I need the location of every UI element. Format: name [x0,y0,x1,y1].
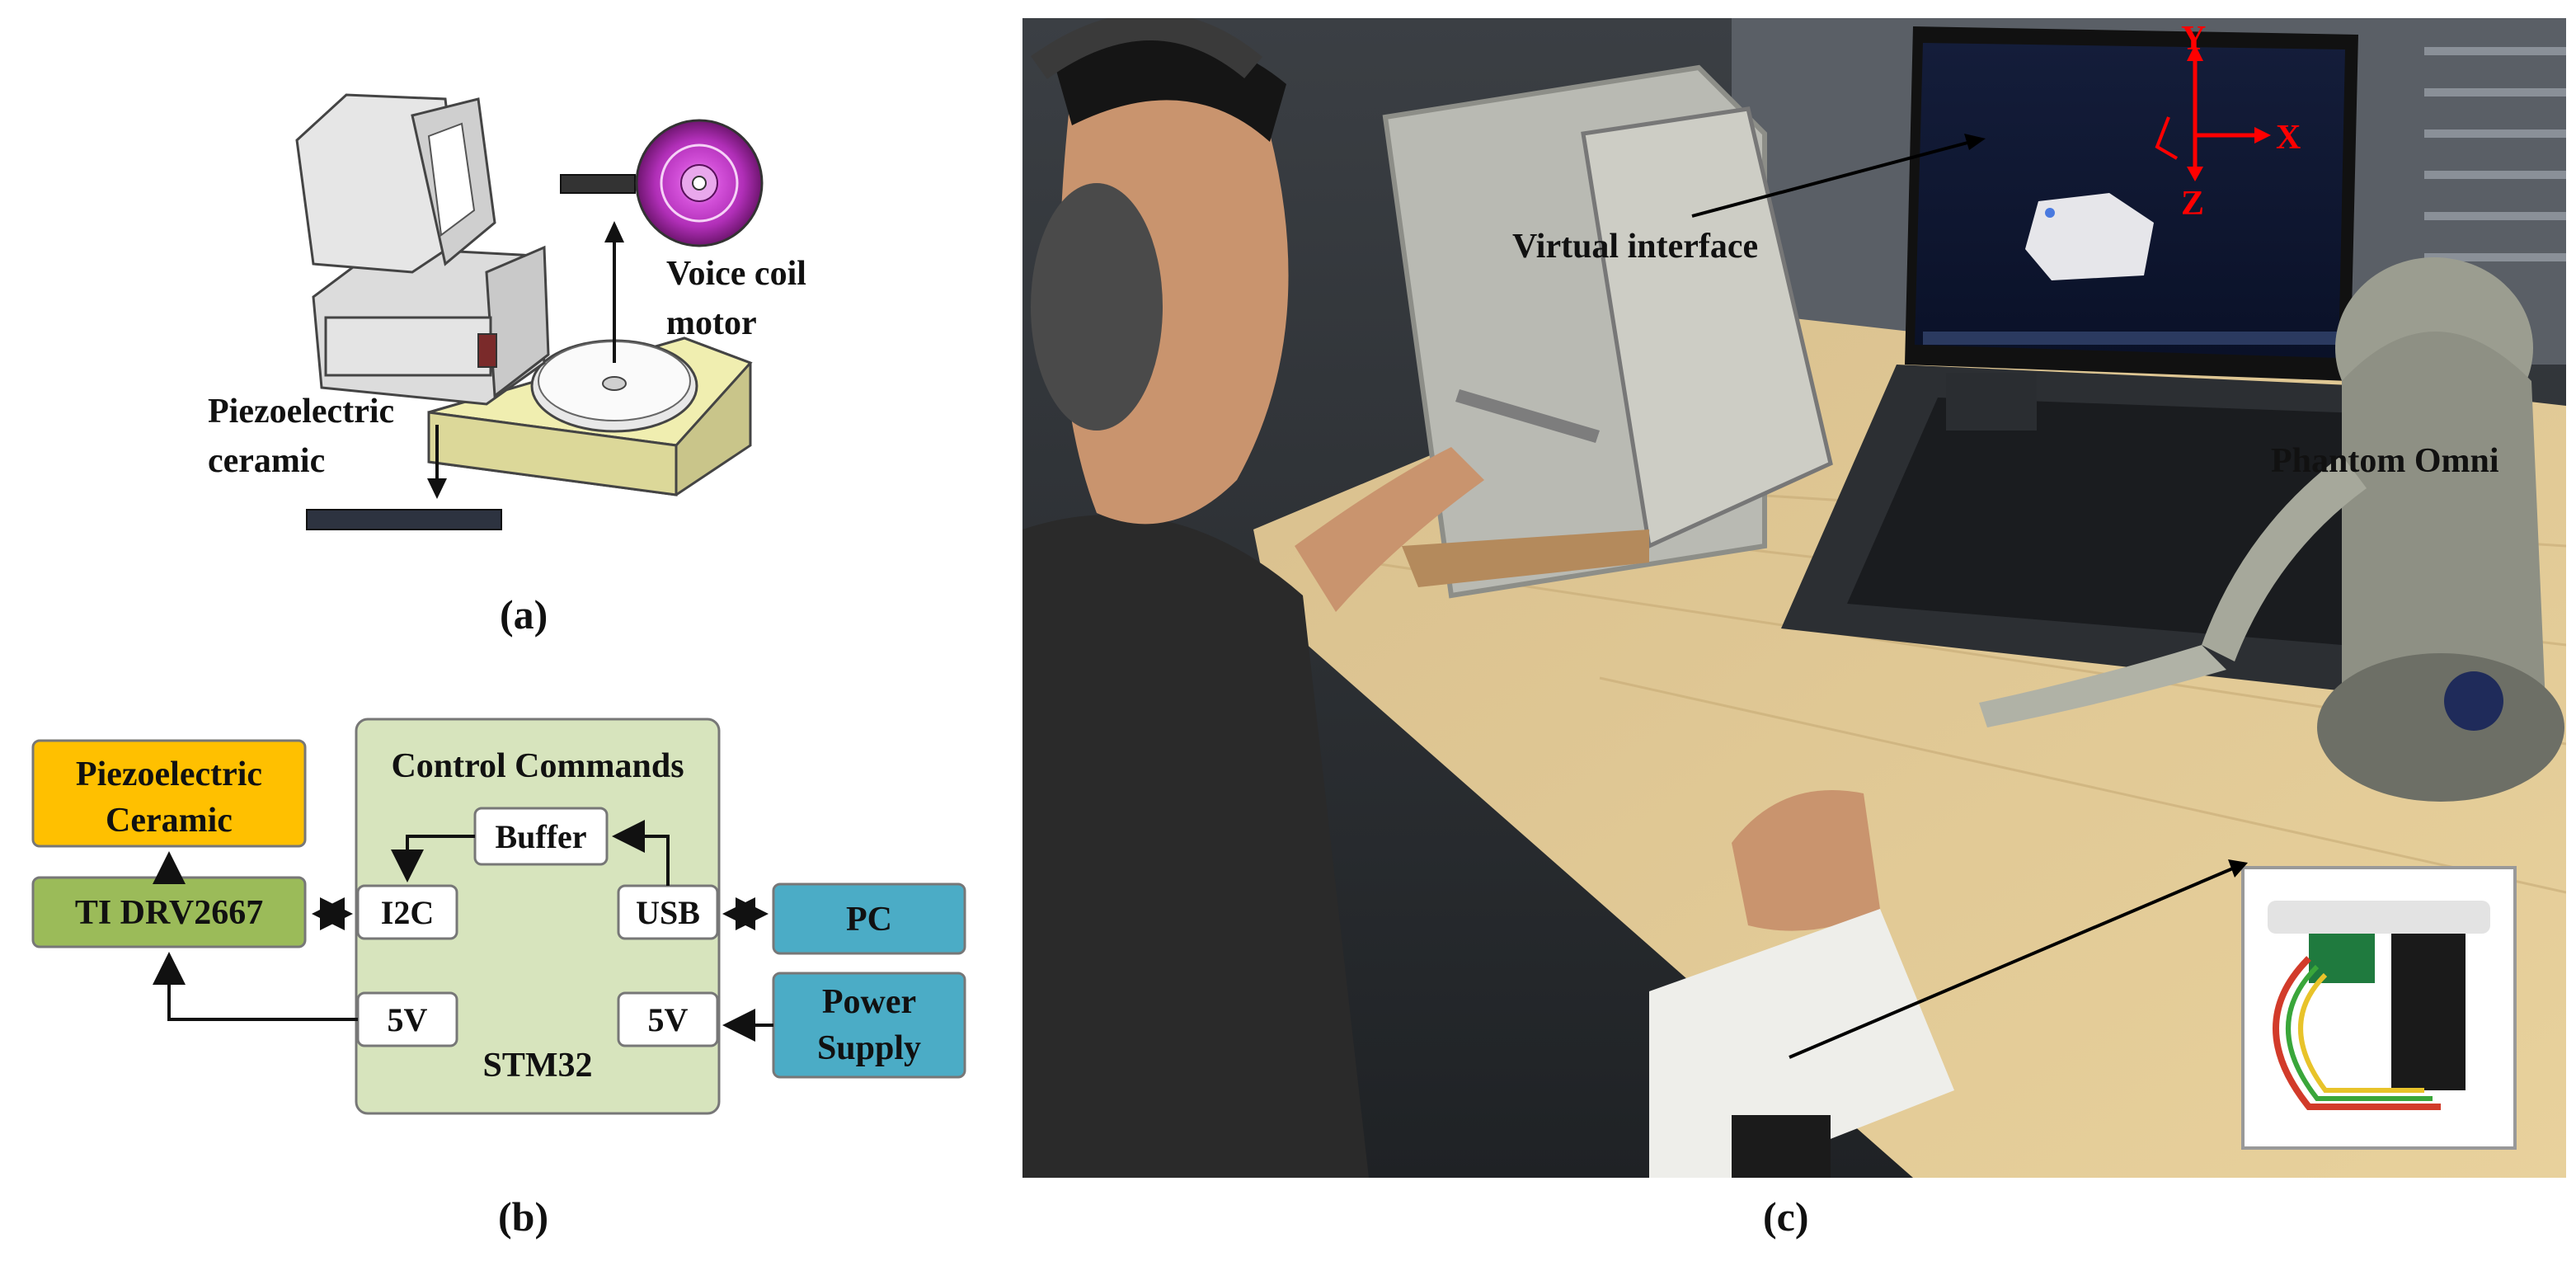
laptop [1781,26,2441,694]
pc-label: PC [846,901,892,939]
photo-annotation-arrows [1691,134,2248,1059]
usb-label: USB [636,894,700,931]
axis-label-z: Z [2181,185,2204,223]
axis-label-y: Y [2181,20,2206,58]
virtual-box [2025,193,2154,280]
five-volt-label-right: 5V [648,1001,689,1038]
panel-c-caption: (c) [1763,1193,1809,1240]
five-volt-node-right [617,991,719,1047]
phantom-omni-device [1979,257,2564,802]
yellow-base [427,337,753,497]
five-volt-label-left: 5V [388,1001,428,1038]
panel-b-block-diagram: Control Commands STM32 Piezoelectric Cer… [31,718,966,1115]
virtual-interface-label: Virtual interface [1512,228,1758,266]
stylus [1455,389,1600,443]
enclosure [1382,64,1833,599]
voice-coil-label-line1: Voice coil [666,255,806,293]
i2c-node [356,884,458,940]
driver-label: TI DRV2667 [75,894,263,932]
coordinate-axes [2155,45,2271,181]
voice-coil-label-line2: motor [666,304,757,342]
panel-a-caption: (a) [500,591,548,638]
block-connectors [153,820,773,1042]
i2c-label: I2C [381,894,434,931]
wrist-strap [1732,1115,1831,1178]
axis-label-x: X [2276,119,2301,157]
piezo-strip [306,509,502,530]
power-label-line2: Supply [817,1029,921,1067]
voice-coil-motor [560,119,764,247]
piezo-label-line2: ceramic [208,442,325,480]
control-commands-title: Control Commands [391,747,684,785]
piezo-block-line2: Ceramic [106,802,233,840]
buffer-label: Buffer [495,818,586,855]
cubicle-slats [2424,47,2566,261]
panel-c-photo: Y X Z Virtual interface Phantom Omni [1022,18,2566,1178]
panel-a-cad-illustration: Voice coil motor Piezoelectric ceramic [208,93,806,530]
phantom-omni-label: Phantom Omni [2271,442,2499,480]
person [1022,18,1880,1178]
piezo-ceramic-block [31,739,307,848]
pc-block [772,882,966,955]
piezo-block-line1: Piezoelectric [76,755,262,793]
piezo-label-line1: Piezoelectric [208,393,394,431]
electronics-inset [2241,866,2517,1150]
annotation-arrows [427,221,624,499]
panel-b-caption: (b) [498,1193,549,1240]
wrist-box [1649,909,1954,1178]
grey-housing [295,93,550,406]
stm32-label: STM32 [482,1047,592,1085]
power-label-line1: Power [822,983,916,1021]
